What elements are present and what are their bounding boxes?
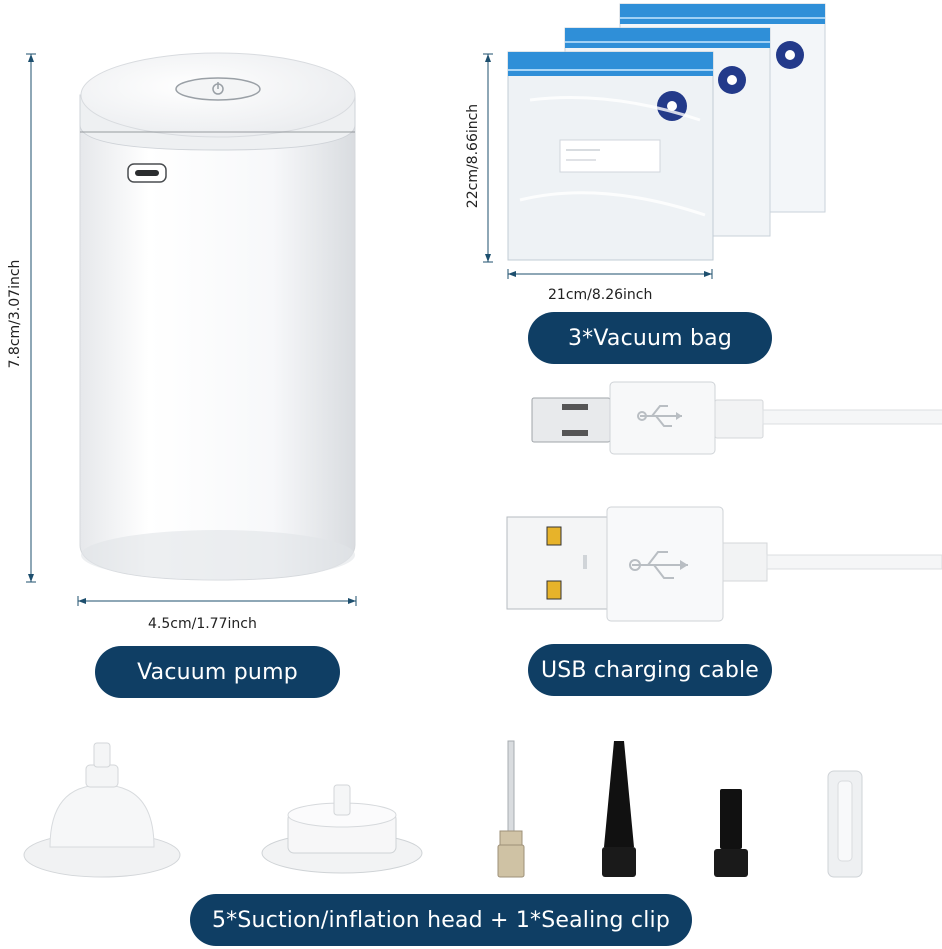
vacuum-bag-label: 3*Vacuum bag — [528, 312, 772, 364]
vacuum-pump-image — [79, 52, 356, 581]
bag-height-dimension-line — [483, 53, 493, 263]
accessories-label: 5*Suction/inflation head + 1*Sealing cli… — [190, 894, 692, 946]
usb-symbol-icon — [637, 405, 682, 427]
usb-cable-label: USB charging cable — [528, 644, 772, 696]
bag-width-label: 21cm/8.26inch — [548, 287, 653, 303]
accessories-image — [23, 740, 863, 878]
usb-symbol-icon — [629, 551, 688, 579]
vacuum-bags-image — [507, 3, 826, 261]
usb-a-cable-image — [506, 506, 942, 622]
power-icon — [175, 77, 261, 101]
pump-height-label: 7.8cm/3.07inch — [7, 259, 23, 369]
bag-height-label: 22cm/8.66inch — [465, 103, 481, 209]
micro-usb-cable-image — [531, 381, 942, 455]
pump-height-dimension-line — [26, 53, 36, 583]
bag-width-dimension-line — [507, 269, 713, 279]
pump-width-dimension-line — [77, 596, 357, 606]
pump-width-label: 4.5cm/1.77inch — [148, 616, 257, 632]
vacuum-pump-label: Vacuum pump — [95, 646, 340, 698]
